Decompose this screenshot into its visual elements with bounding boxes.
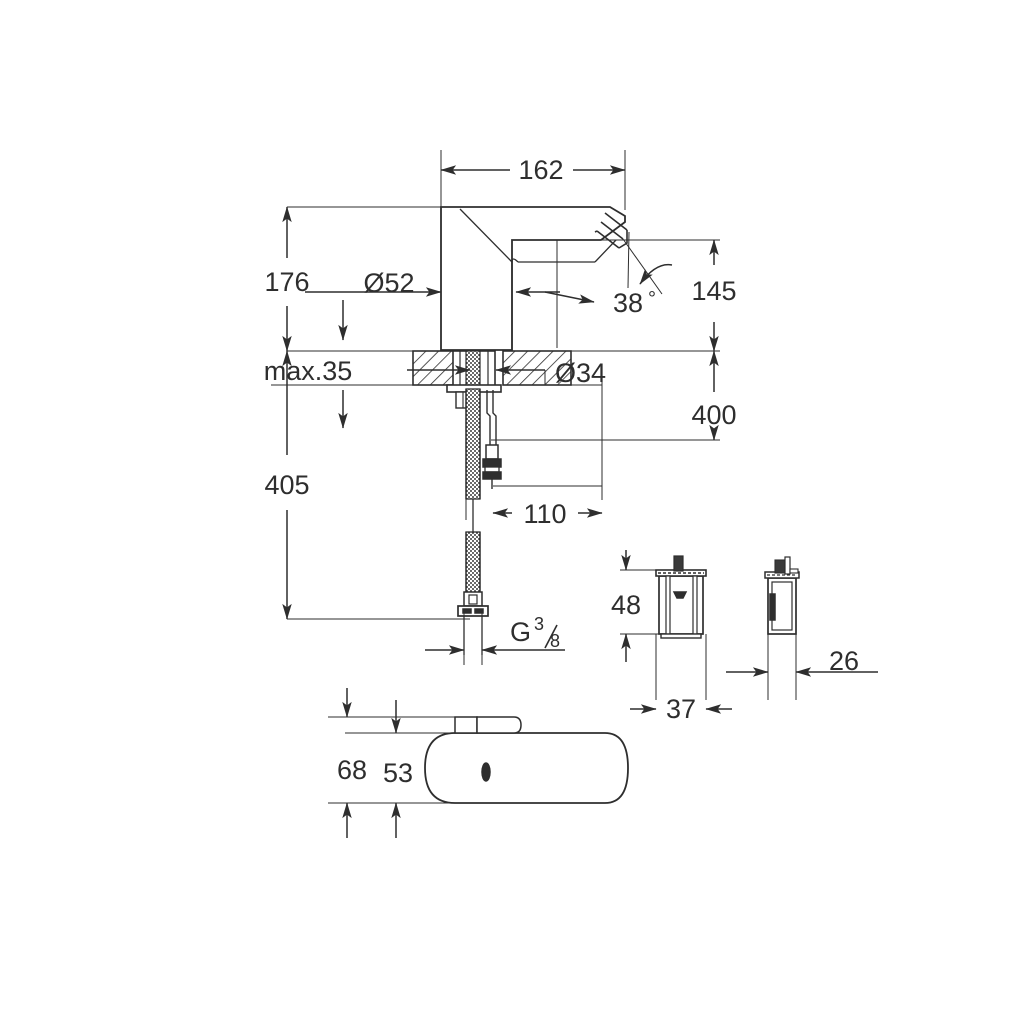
plan-view-body bbox=[424, 716, 629, 804]
dim-label-405: 405 bbox=[264, 470, 309, 500]
dim-label-400: 400 bbox=[691, 400, 736, 430]
dim-label-176: 176 bbox=[264, 267, 309, 297]
dim-label-38: 38 bbox=[613, 288, 643, 318]
dim-label-thread-numerator: 3 bbox=[534, 614, 544, 634]
dim-label-thread-denominator: 8 bbox=[550, 631, 560, 651]
dim-label-26: 26 bbox=[829, 646, 859, 676]
dim-label-48: 48 bbox=[611, 590, 641, 620]
dim-label-53: 53 bbox=[383, 758, 413, 788]
dim-label-max-35: max.35 bbox=[264, 356, 353, 386]
dim-label-diameter-34: Ø34 bbox=[555, 358, 606, 388]
dim-label-thread-letter: G bbox=[510, 617, 531, 647]
flexible-hose-upper bbox=[465, 388, 481, 500]
dim-label-68: 68 bbox=[337, 755, 367, 785]
dimension-angle-38 bbox=[544, 231, 673, 304]
dim-label-110: 110 bbox=[523, 499, 566, 529]
dimension-diameter-34 bbox=[495, 365, 602, 386]
dim-label-162: 162 bbox=[518, 155, 563, 185]
thread-fraction-bar bbox=[544, 624, 558, 649]
cable-connector bbox=[482, 390, 502, 489]
dim-label-diameter-52: Ø52 bbox=[363, 268, 414, 298]
dim-label-degree-symbol: ° bbox=[648, 288, 656, 310]
dimension-max-35 bbox=[338, 365, 471, 429]
sensor-box-side bbox=[764, 556, 800, 700]
sensor-box-front bbox=[620, 555, 707, 700]
flexible-hose-lower bbox=[457, 499, 489, 655]
dimension-diameter-52 bbox=[305, 287, 442, 341]
dim-label-37: 37 bbox=[666, 694, 696, 724]
dim-label-145: 145 bbox=[691, 276, 736, 306]
faucet-body-outline bbox=[440, 206, 626, 351]
